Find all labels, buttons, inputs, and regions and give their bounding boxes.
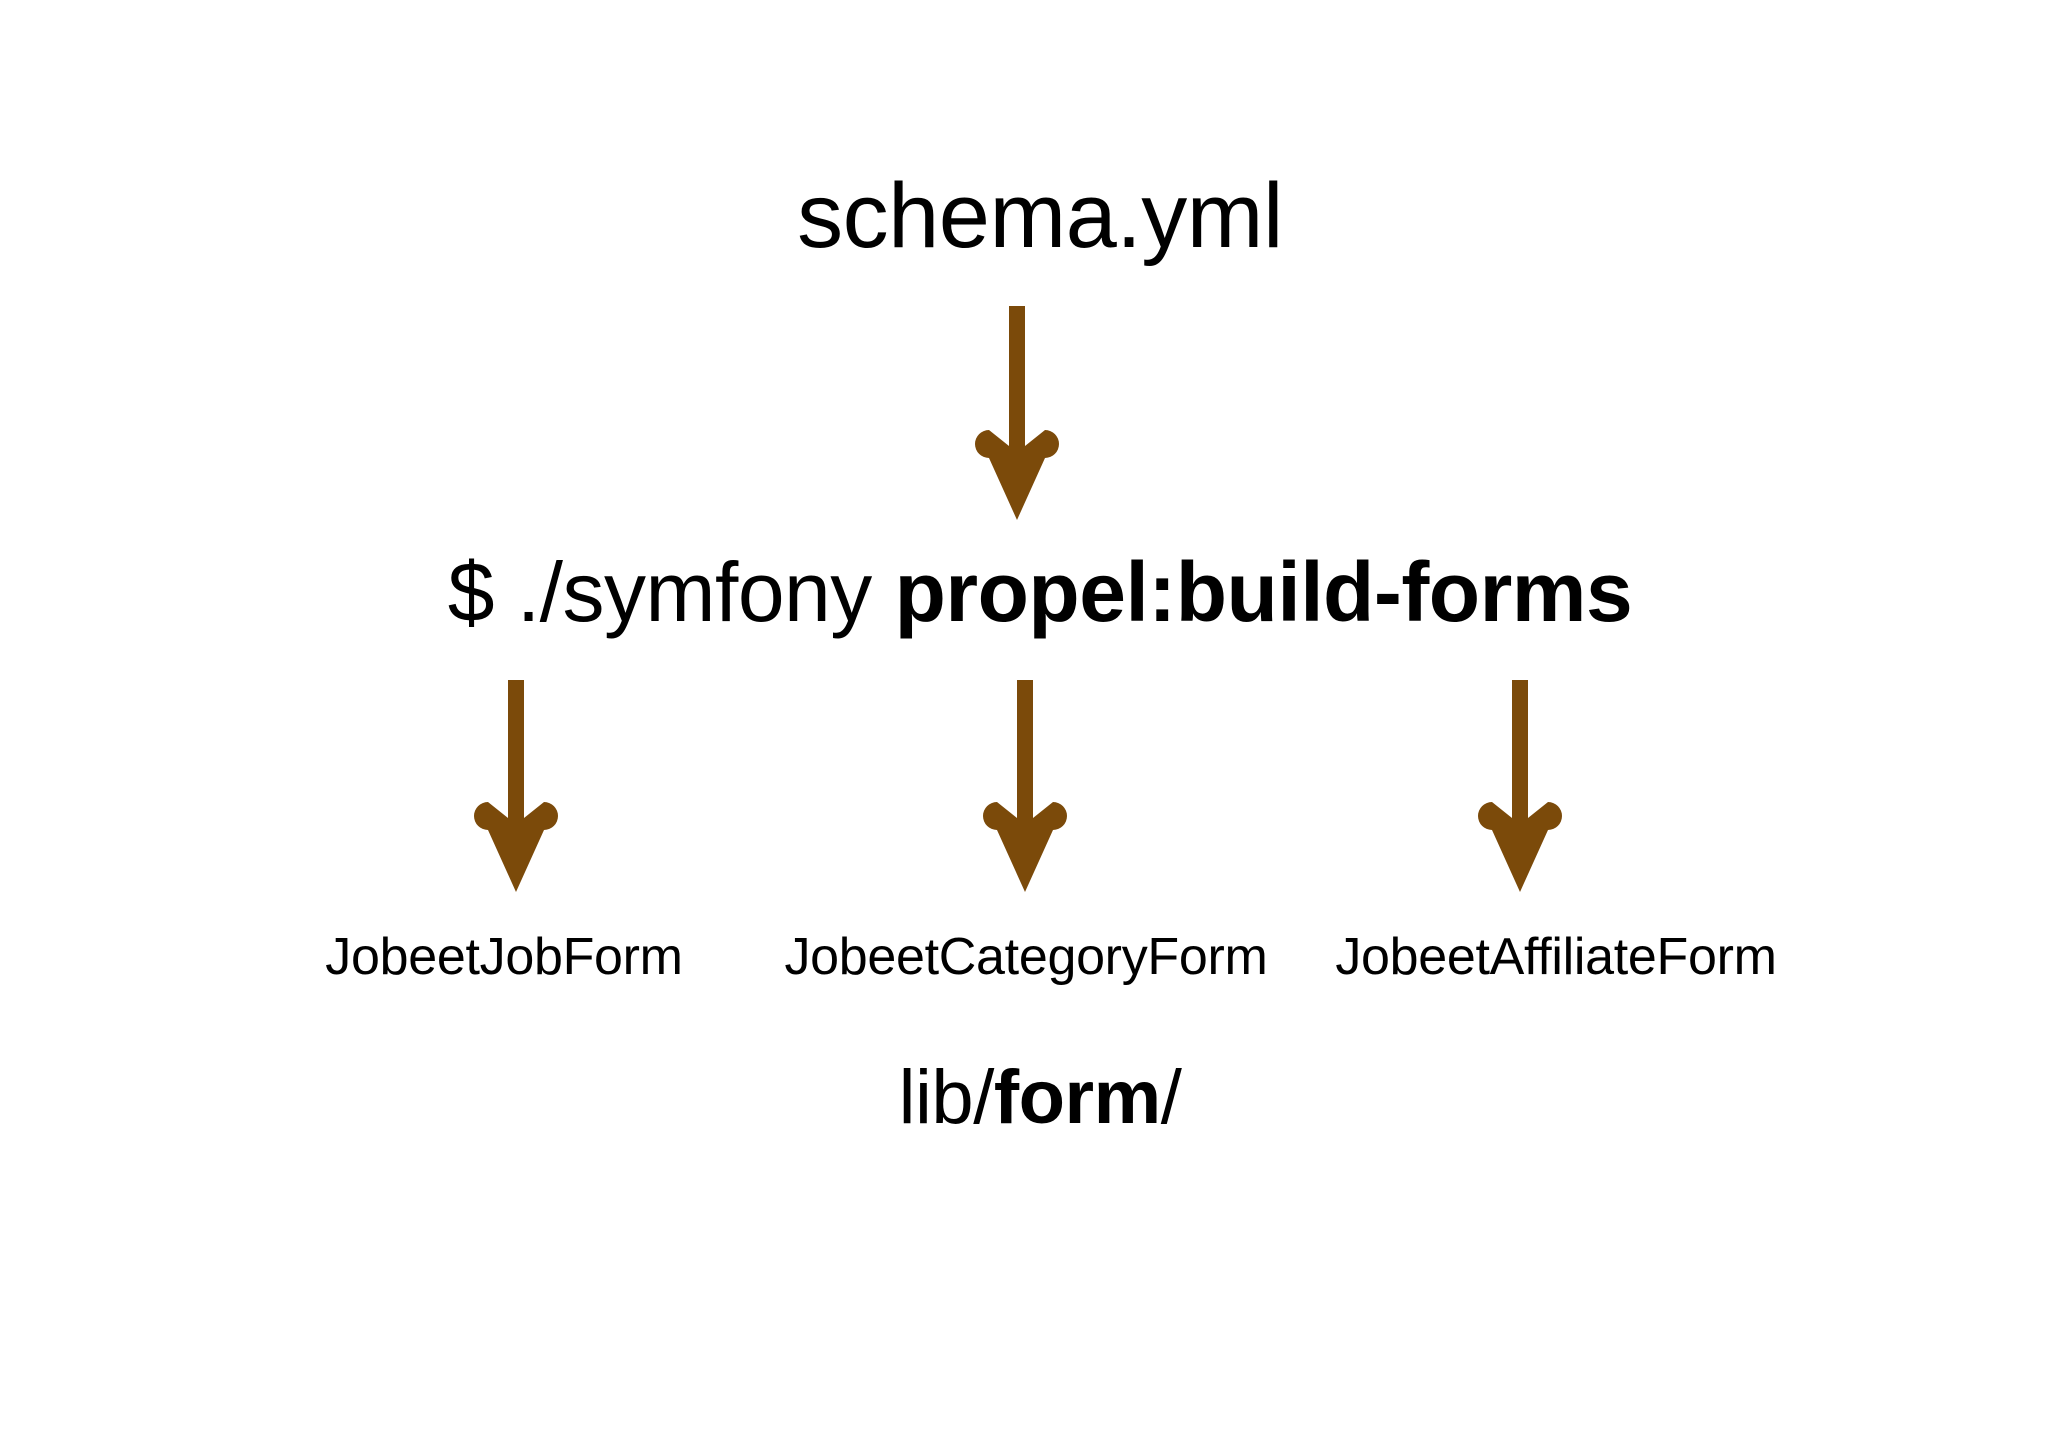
- path-prefix: lib/: [898, 1055, 995, 1140]
- command-line-label: $ ./symfony propel:build-forms: [447, 545, 1633, 639]
- arrow-command-to-affiliate-form: [1478, 680, 1562, 892]
- output-label-affiliate-form: JobeetAffiliateForm: [1335, 928, 1777, 986]
- destination-path-label: lib/form/: [899, 1058, 1182, 1138]
- output-label-job-form: JobeetJobForm: [325, 928, 683, 986]
- schema-file-label: schema.yml: [797, 165, 1283, 267]
- command-task: propel:build-forms: [894, 545, 1633, 639]
- arrow-command-to-job-form: [474, 680, 558, 892]
- path-suffix: /: [1160, 1055, 1182, 1140]
- output-label-category-form: JobeetCategoryForm: [784, 928, 1268, 986]
- path-emphasis: form: [993, 1055, 1161, 1140]
- arrow-schema-to-command: [975, 306, 1059, 520]
- arrow-command-to-category-form: [983, 680, 1067, 892]
- command-prefix: $ ./symfony: [447, 545, 895, 639]
